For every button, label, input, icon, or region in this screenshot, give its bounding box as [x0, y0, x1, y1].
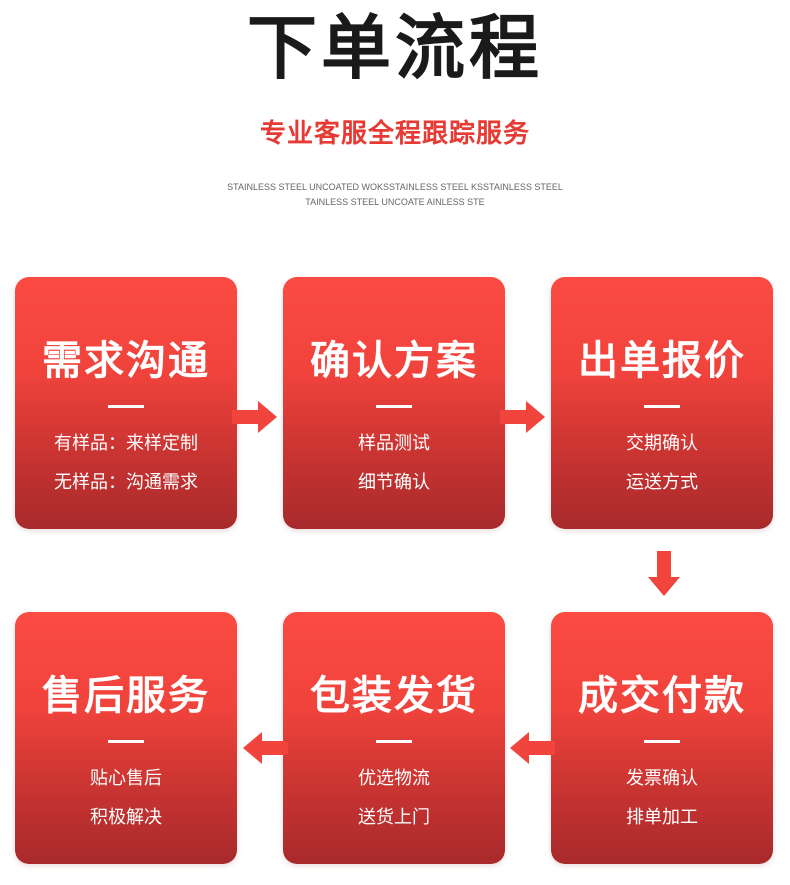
divider-dash	[108, 740, 144, 743]
step-title: 确认方案	[310, 338, 478, 384]
step-detail-line-2: 无样品：沟通需求	[54, 472, 198, 493]
step-detail-line-1: 交期确认	[626, 433, 698, 454]
step-title: 包装发货	[310, 673, 478, 719]
step-title: 需求沟通	[42, 338, 210, 384]
step-title: 成交付款	[578, 673, 746, 719]
step-card-demand-communication: 需求沟通 有样品：来样定制 无样品：沟通需求	[15, 277, 237, 529]
step-card-quotation: 出单报价 交期确认 运送方式	[551, 277, 773, 529]
step-detail-line-1: 优选物流	[358, 768, 430, 789]
step-title: 售后服务	[42, 673, 210, 719]
step-detail-line-2: 排单加工	[626, 807, 698, 828]
divider-dash	[644, 740, 680, 743]
step-detail-line-1: 贴心售后	[90, 768, 162, 789]
step-detail-line-1: 发票确认	[626, 768, 698, 789]
step-card-packaging-shipping: 包装发货 优选物流 送货上门	[283, 612, 505, 864]
arrow-left-icon	[243, 732, 288, 764]
step-title: 出单报价	[578, 338, 746, 384]
step-detail-line-2: 积极解决	[90, 807, 162, 828]
step-card-payment: 成交付款 发票确认 排单加工	[551, 612, 773, 864]
divider-dash	[108, 405, 144, 408]
page-title: 下单流程	[247, 7, 543, 89]
arrow-down-icon	[648, 551, 680, 596]
step-detail-line-1: 样品测试	[358, 433, 430, 454]
divider-dash	[376, 740, 412, 743]
step-detail-line-2: 细节确认	[358, 472, 430, 493]
divider-dash	[376, 405, 412, 408]
english-caption-line-2: TAINLESS STEEL UNCOATE AINLESS STE	[305, 197, 485, 207]
step-detail-line-2: 送货上门	[358, 807, 430, 828]
step-card-after-sales: 售后服务 贴心售后 积极解决	[15, 612, 237, 864]
step-card-confirm-plan: 确认方案 样品测试 细节确认	[283, 277, 505, 529]
step-detail-line-1: 有样品：来样定制	[54, 433, 198, 454]
arrow-right-icon	[500, 401, 545, 433]
english-caption-line-1: STAINLESS STEEL UNCOATED WOKSSTAINLESS S…	[227, 182, 563, 192]
page-subtitle: 专业客服全程跟踪服务	[259, 119, 530, 149]
step-detail-line-2: 运送方式	[626, 472, 698, 493]
arrow-right-icon	[232, 401, 277, 433]
divider-dash	[644, 405, 680, 408]
arrow-left-icon	[510, 732, 555, 764]
